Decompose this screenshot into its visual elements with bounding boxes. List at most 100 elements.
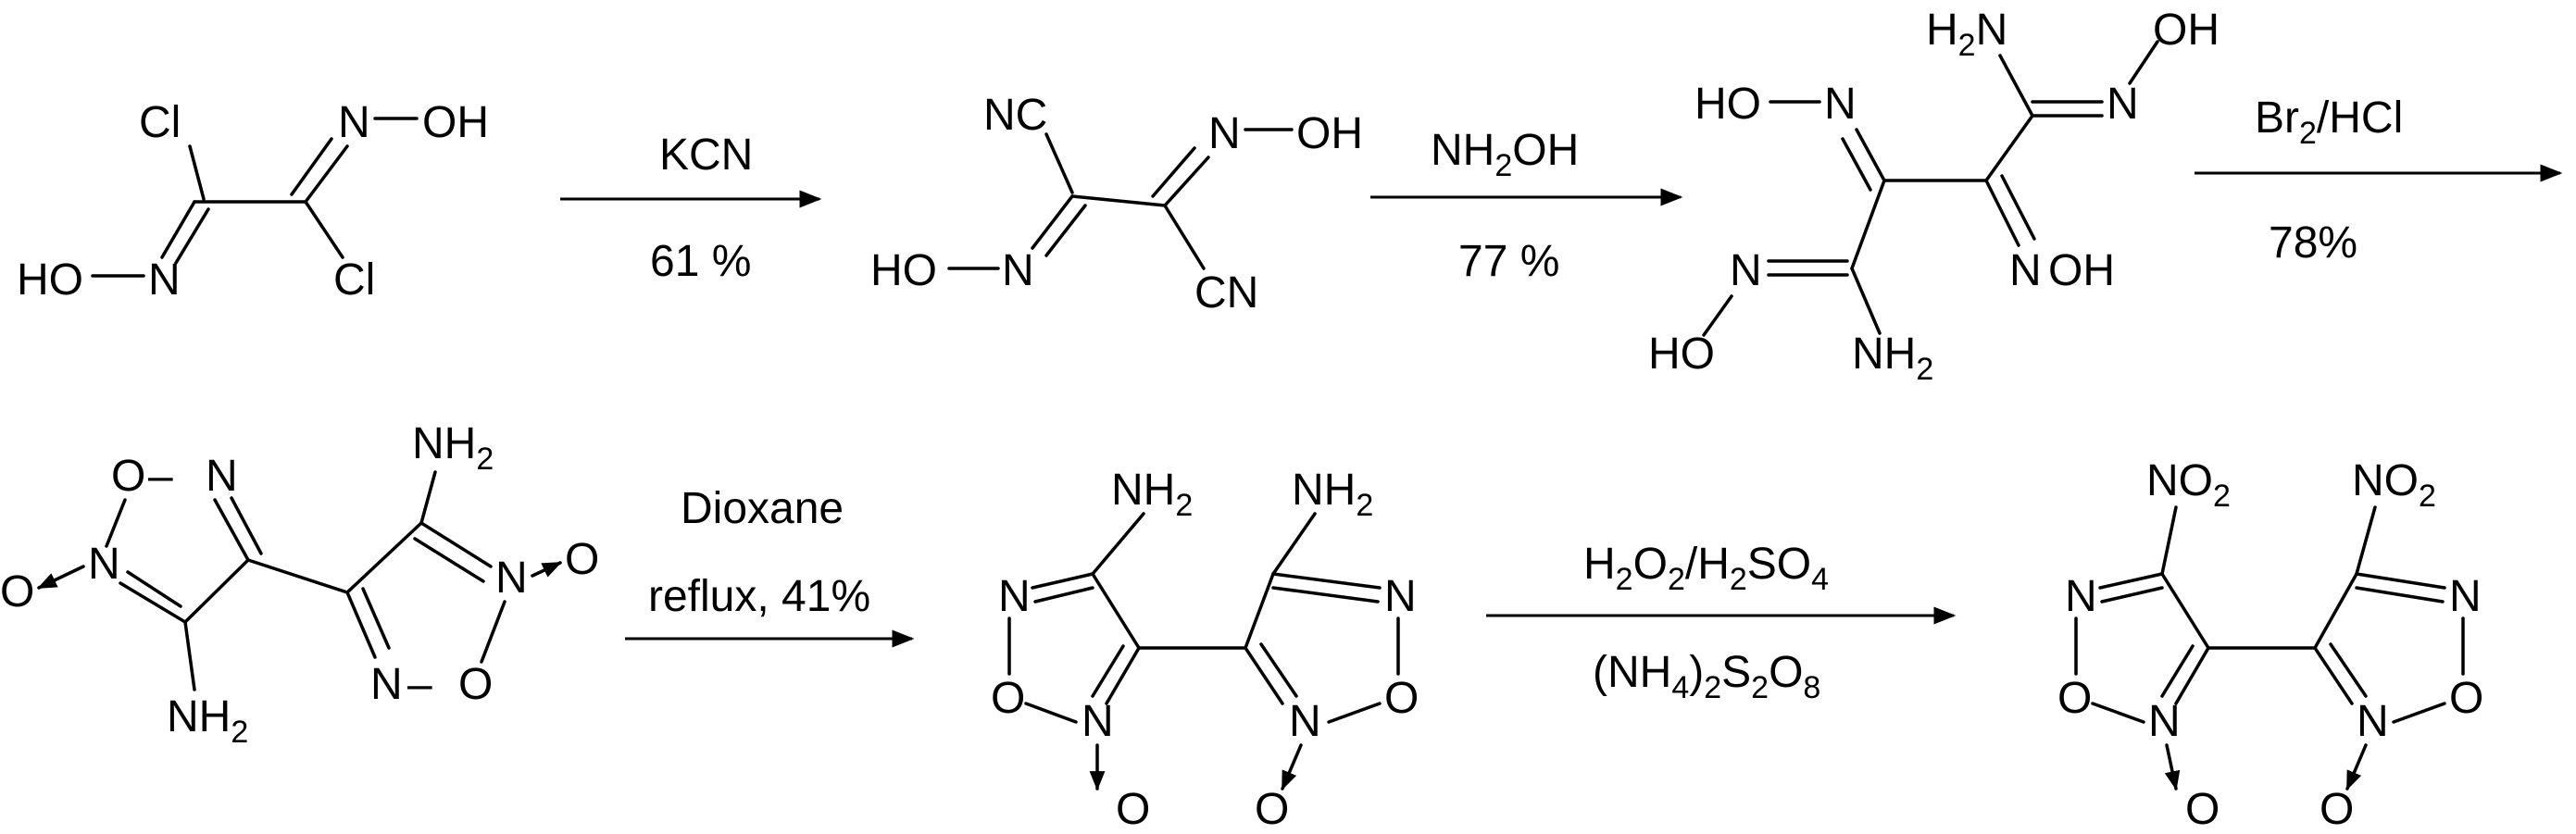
reagent-hydroxylamine: NH2OH — [1431, 126, 1579, 183]
atom-n: N — [370, 660, 403, 709]
reagent-bromine-hcl: Br2/HCl — [2255, 93, 2403, 151]
bond — [2313, 572, 2358, 650]
bond — [2098, 572, 2164, 590]
atom-oh: OH — [422, 98, 489, 147]
atom-o: O — [2449, 674, 2483, 723]
atom-ho: HO — [17, 255, 83, 305]
bond — [1091, 512, 1145, 576]
bond — [1841, 137, 1872, 192]
atom-n: N — [1082, 697, 1114, 746]
atom-oh: OH — [2153, 6, 2220, 55]
bond — [2091, 702, 2145, 724]
atom-dash: – — [148, 452, 173, 501]
atom-n: N — [1384, 572, 1417, 621]
yield-label: 78% — [2269, 218, 2357, 268]
atom-n: N — [206, 452, 238, 501]
yield-label: 61 % — [650, 237, 751, 286]
atom-o: O — [2057, 674, 2092, 723]
reagent-kcn: KCN — [659, 131, 753, 180]
yield-label: 77 % — [1458, 237, 1559, 286]
atom-o: O — [1255, 785, 1289, 834]
bond — [119, 581, 187, 624]
atom-n: N — [998, 572, 1031, 621]
bond — [1070, 194, 1167, 207]
bond — [304, 144, 349, 204]
atom-n: N — [2009, 246, 2042, 295]
bond — [290, 137, 333, 196]
atom-n: N — [1002, 246, 1034, 295]
bond — [304, 200, 344, 259]
n-oxide-arrow — [37, 565, 85, 590]
atom-ho: HO — [870, 246, 937, 295]
atom-n: N — [2107, 80, 2139, 129]
atom-oh: OH — [1296, 109, 1363, 158]
bond — [1271, 512, 1317, 576]
atom-nc: NC — [983, 91, 1047, 140]
bond — [230, 496, 263, 555]
bond — [160, 200, 196, 259]
atom-o: O — [1384, 674, 1419, 723]
bond — [2355, 586, 2445, 604]
bond — [1855, 128, 1886, 182]
atom-no2: NO2 — [2146, 456, 2231, 514]
bond — [1244, 646, 1284, 705]
atom-n: N — [338, 98, 370, 147]
atom-oh: OH — [2048, 246, 2115, 295]
atom-ho: HO — [1694, 80, 1761, 129]
bond — [1091, 644, 1125, 698]
bond — [1702, 294, 1733, 337]
atom-n: N — [2449, 572, 2482, 621]
atom-o: O — [565, 535, 599, 584]
bond — [480, 600, 506, 664]
bond — [1163, 156, 1210, 207]
bond — [1105, 646, 1141, 705]
bond — [213, 498, 250, 562]
atom-o: O — [2185, 785, 2220, 834]
bond — [1044, 132, 1074, 194]
bond — [413, 537, 485, 583]
bond — [183, 620, 196, 691]
atom-cl: Cl — [333, 255, 375, 305]
atom-o: O — [111, 452, 145, 501]
bond — [345, 521, 423, 594]
bond — [246, 558, 349, 594]
molecule-diaminobifuroxan-a: O – N N O NH2 NH2 N O N – O — [0, 419, 599, 750]
n-oxide-arrow — [531, 561, 562, 578]
atom-nh2: NH2 — [1111, 466, 1193, 523]
atom-nh2: NH2 — [1852, 330, 1933, 387]
bond — [419, 521, 493, 568]
atom-o: O — [1116, 785, 1150, 834]
molecule-dicyanoglyoxime: NC N OH HO N CN — [870, 91, 1363, 317]
atom-n: N — [495, 554, 528, 603]
bond — [183, 558, 250, 624]
bond — [2174, 646, 2210, 705]
n-oxide-arrow — [1281, 743, 1303, 790]
atom-n: N — [1730, 246, 1762, 295]
molecule-dinitrobifuroxan: NO2 NO2 N O N O N O N O — [2057, 456, 2483, 834]
n-oxide-arrow — [2345, 743, 2368, 790]
molecule-diaminoglyoxime-dimer: H2N OH HO N N N N OH HO NH2 — [1648, 6, 2220, 387]
bond — [1850, 267, 1882, 335]
bond — [1044, 204, 1087, 257]
bond — [1031, 194, 1074, 250]
bond — [2000, 174, 2036, 241]
bond — [2355, 572, 2446, 590]
reagent-persulfate: (NH4)2S2O8 — [1593, 648, 1820, 705]
atom-o: O — [0, 567, 34, 616]
atom-cl: Cl — [139, 98, 181, 147]
atom-n: N — [2148, 697, 2181, 746]
atom-n: N — [1289, 697, 1321, 746]
bond — [2160, 644, 2195, 698]
bond — [1163, 204, 1206, 270]
bond — [1244, 572, 1275, 650]
bond — [2329, 642, 2368, 698]
atom-h2n: H2N — [1926, 6, 2007, 63]
atom-n: N — [1824, 80, 1857, 129]
atom-n: N — [2357, 697, 2389, 746]
bond — [2100, 586, 2164, 604]
molecule-diaminobifuroxan-b: NH2 NH2 N O N O N O N O — [991, 466, 1419, 834]
atom-cn: CN — [1194, 268, 1258, 317]
bond — [1033, 586, 1094, 604]
bond — [419, 470, 437, 525]
